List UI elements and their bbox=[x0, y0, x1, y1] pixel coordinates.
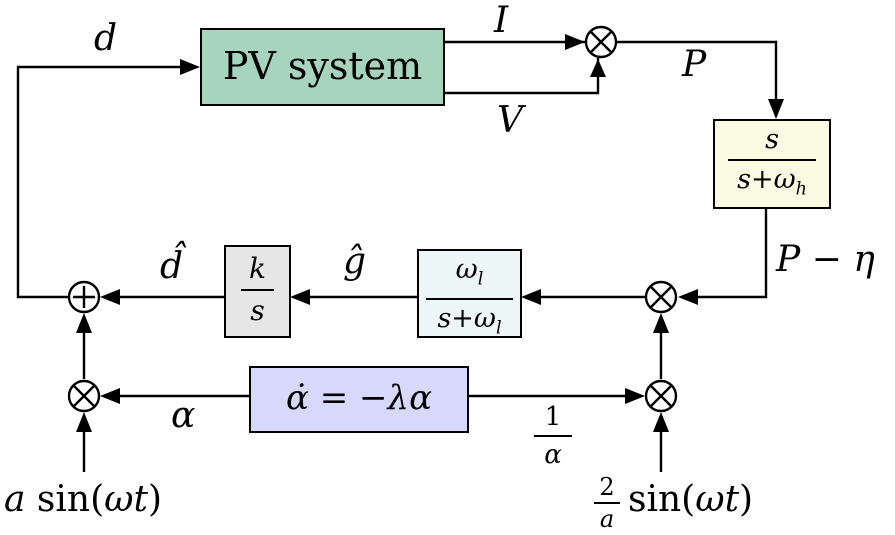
demod-amplitude-fraction: 2 a bbox=[594, 474, 620, 532]
pv-system-label: PV system bbox=[222, 44, 423, 88]
multiplier-bottom-left bbox=[67, 379, 101, 413]
signal-inverse-alpha: 1 α bbox=[534, 402, 572, 470]
signal-p: P bbox=[682, 44, 707, 85]
signal-d-hat: d̂ bbox=[160, 246, 184, 287]
arrowhead-lowpass-in bbox=[521, 289, 541, 305]
integrator-transfer-function: k s bbox=[225, 252, 290, 328]
integrator-block bbox=[224, 245, 291, 338]
signal-g-hat: ĝ bbox=[343, 241, 367, 282]
summing-junction bbox=[67, 280, 101, 314]
arrowheads bbox=[76, 34, 784, 432]
signal-wires bbox=[16, 40, 778, 472]
signal-alpha: α bbox=[171, 395, 196, 436]
highpass-filter-block bbox=[713, 119, 831, 209]
signal-d: d bbox=[94, 18, 118, 59]
integrator-denominator: s bbox=[250, 294, 265, 327]
alpha-dynamics-block bbox=[249, 366, 469, 433]
multiplier-top bbox=[584, 25, 618, 59]
arrowhead-sum-in bbox=[100, 289, 120, 305]
lowpass-transfer-function: ωl s+ωl bbox=[418, 254, 521, 345]
multiplier-middle-right bbox=[644, 280, 678, 314]
highpass-transfer-function: s s+ωh bbox=[714, 124, 830, 205]
demod-signal-label: sin(ωt) bbox=[628, 479, 754, 520]
multiplier-bottom-right bbox=[644, 379, 678, 413]
signal-p-minus-eta: P − η bbox=[776, 239, 875, 280]
inverse-alpha-denominator: α bbox=[544, 440, 562, 470]
arrowhead-sum-bottom bbox=[76, 313, 92, 333]
integrator-numerator: k bbox=[249, 252, 266, 285]
alpha-dynamics-label: α̇ = −λα bbox=[285, 378, 433, 418]
signal-v: V bbox=[497, 100, 523, 141]
signal-i: I bbox=[494, 0, 509, 41]
arrowhead-d bbox=[180, 59, 200, 75]
arrowhead-v bbox=[590, 59, 606, 77]
lowpass-filter-block bbox=[417, 249, 522, 338]
arrowhead-mid-mult-bottom bbox=[653, 313, 669, 333]
arrowhead-inv-alpha bbox=[625, 388, 645, 404]
arrowhead-dither bbox=[76, 412, 92, 432]
demod-denominator: a bbox=[599, 505, 615, 533]
junctions bbox=[67, 25, 678, 413]
arrowhead-integrator-in bbox=[290, 289, 310, 305]
lowpass-denominator: s+ωl bbox=[437, 303, 502, 339]
arrowhead-alpha bbox=[100, 388, 120, 404]
highpass-denominator: s+ωh bbox=[737, 164, 807, 200]
arrowhead-demod bbox=[653, 412, 669, 432]
highpass-numerator: s bbox=[765, 124, 779, 155]
arrowhead-p-minus-eta bbox=[678, 289, 698, 305]
dither-signal-label: a sin(ωt) bbox=[4, 479, 163, 520]
pv-system-block bbox=[200, 28, 445, 106]
demod-numerator: 2 bbox=[599, 473, 615, 501]
arrowhead-p bbox=[768, 99, 784, 119]
arrowhead-i bbox=[565, 34, 585, 50]
lowpass-numerator: ωl bbox=[455, 254, 484, 290]
inverse-alpha-numerator: 1 bbox=[544, 402, 562, 432]
